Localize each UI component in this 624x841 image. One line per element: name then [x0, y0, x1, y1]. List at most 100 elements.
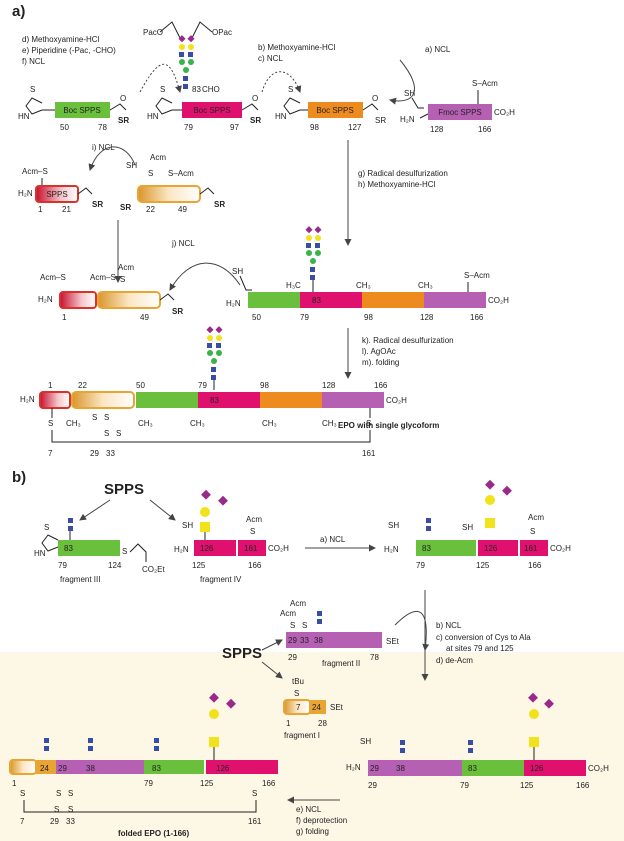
sr-left: SR	[120, 203, 131, 212]
bar-magenta-79-97	[182, 102, 242, 118]
arrow-bcd-curve	[394, 610, 430, 651]
p1-n166: 166	[528, 561, 542, 570]
arrow-spps-iv	[149, 499, 176, 521]
res-1-row3: 1	[62, 313, 67, 322]
arrow-def	[139, 63, 182, 93]
f-n161: 161	[248, 817, 262, 826]
p2-n29: 29	[370, 764, 379, 773]
sr-3: SR	[375, 116, 386, 125]
p2-n126: 126	[530, 764, 544, 773]
f-magenta	[206, 760, 278, 774]
sr-21: SR	[92, 200, 103, 209]
n28-i: 28	[318, 719, 327, 728]
ch3-final-1: CH₃	[66, 419, 81, 428]
step-d-b: d) de-Acm	[436, 656, 473, 665]
n125-iv: 125	[192, 561, 206, 570]
acm-p1: Acm	[528, 513, 544, 522]
step-c-a: c) NCL	[258, 54, 283, 63]
h3c-79: H₃C	[286, 281, 301, 290]
n128-final: 128	[322, 381, 336, 390]
seg-orange-final	[260, 392, 322, 408]
n166-row3: 166	[470, 313, 484, 322]
seg-purple-final	[322, 392, 384, 408]
bar-red-row3	[59, 291, 97, 309]
bar-label-2: Boc SPPS	[193, 106, 230, 115]
n78-ii: 78	[370, 653, 379, 662]
bar-gold-final	[71, 391, 135, 409]
hs-p2: SH	[360, 737, 371, 746]
acm-s-29b: Acm–S	[90, 273, 116, 282]
s-i: S	[294, 689, 299, 698]
step-l: l). AgOAc	[362, 347, 396, 356]
bar-label-3: Boc SPPS	[316, 106, 353, 115]
n50-row3: 50	[252, 313, 261, 322]
h2n-p1: H₂N	[384, 545, 399, 554]
bar-red-final	[39, 391, 71, 409]
n79-row3: 79	[300, 313, 309, 322]
seg-green	[248, 292, 300, 308]
p1-n125: 125	[476, 561, 490, 570]
s-iv: S	[250, 527, 255, 536]
bar-iv-1	[194, 540, 236, 556]
acm-s-7: Acm–S	[22, 167, 48, 176]
p2-s29: 29	[368, 781, 377, 790]
f-n29b: 29	[50, 817, 59, 826]
f-n1: 1	[12, 779, 17, 788]
res-78: 78	[98, 123, 107, 132]
label-fragment-ii: fragment II	[322, 659, 360, 668]
glycan-residue-83: PacO OPac 83 CHO	[143, 21, 232, 94]
thiazolidine-hn: HN	[18, 112, 30, 121]
n98-row3: 98	[364, 313, 373, 322]
sh-50: SH	[232, 267, 243, 276]
s29-final: S	[92, 413, 97, 422]
res-21: 21	[62, 205, 71, 214]
n38-ii: 38	[314, 636, 323, 645]
s-29: S	[148, 169, 153, 178]
acm-iv: Acm	[246, 515, 262, 524]
co2et: CO₂Et	[142, 565, 165, 574]
n29-ii-b: 29	[288, 653, 297, 662]
n161-final: 161	[362, 449, 376, 458]
res-22: 22	[146, 205, 155, 214]
panel-a-label: a)	[12, 3, 25, 20]
fragment-1-21: Acm–S H₂N SPPS SR 1 21	[18, 167, 103, 214]
p1-mag2	[520, 540, 548, 556]
step-h: h) Methoxyamine-HCl	[358, 180, 436, 189]
s-p1: S	[530, 527, 535, 536]
step-g-b: g) folding	[296, 827, 329, 836]
arrow-bc	[261, 71, 302, 93]
step-a-ncl: a) NCL	[425, 45, 451, 54]
p1-n83: 83	[422, 544, 431, 553]
arrow-j	[169, 262, 241, 291]
p2-magenta	[524, 760, 586, 776]
h2n-iv: H₂N	[174, 545, 189, 554]
n126-iv: 126	[200, 544, 214, 553]
n1-final: 1	[48, 381, 53, 390]
step-d: d) Methoxyamine-HCl	[22, 35, 100, 44]
n33-ii: 33	[300, 636, 309, 645]
n24-i: 24	[312, 703, 321, 712]
f-disulfide	[23, 800, 257, 813]
s-iii: S	[44, 523, 49, 532]
folded-epo: 24 29 38 83 126 1 79 125 166 S S S S S S…	[9, 692, 278, 838]
h2n-4: H₂N	[400, 115, 415, 124]
co2h-iv: CO₂H	[268, 544, 289, 553]
s-acm-33: S–Acm	[168, 169, 194, 178]
p1-green	[416, 540, 476, 556]
arrow-spps-i	[261, 661, 283, 679]
f-n24: 24	[40, 764, 49, 773]
p2-purple	[368, 760, 462, 776]
hn-iii: HN	[34, 549, 46, 558]
f-n125: 125	[200, 779, 214, 788]
res-98: 98	[310, 123, 319, 132]
bar-ii	[286, 632, 382, 648]
n79-iii: 79	[58, 561, 67, 570]
bar-purple-128-166	[428, 104, 492, 120]
set-ii: SEt	[386, 637, 400, 646]
s33-final: S	[104, 413, 109, 422]
h2n-50: H₂N	[226, 299, 241, 308]
h2n-final: H₂N	[20, 395, 35, 404]
f-n29: 29	[58, 764, 67, 773]
hs-p1b: SH	[462, 523, 473, 532]
spps-mid: SPPS	[222, 645, 262, 662]
